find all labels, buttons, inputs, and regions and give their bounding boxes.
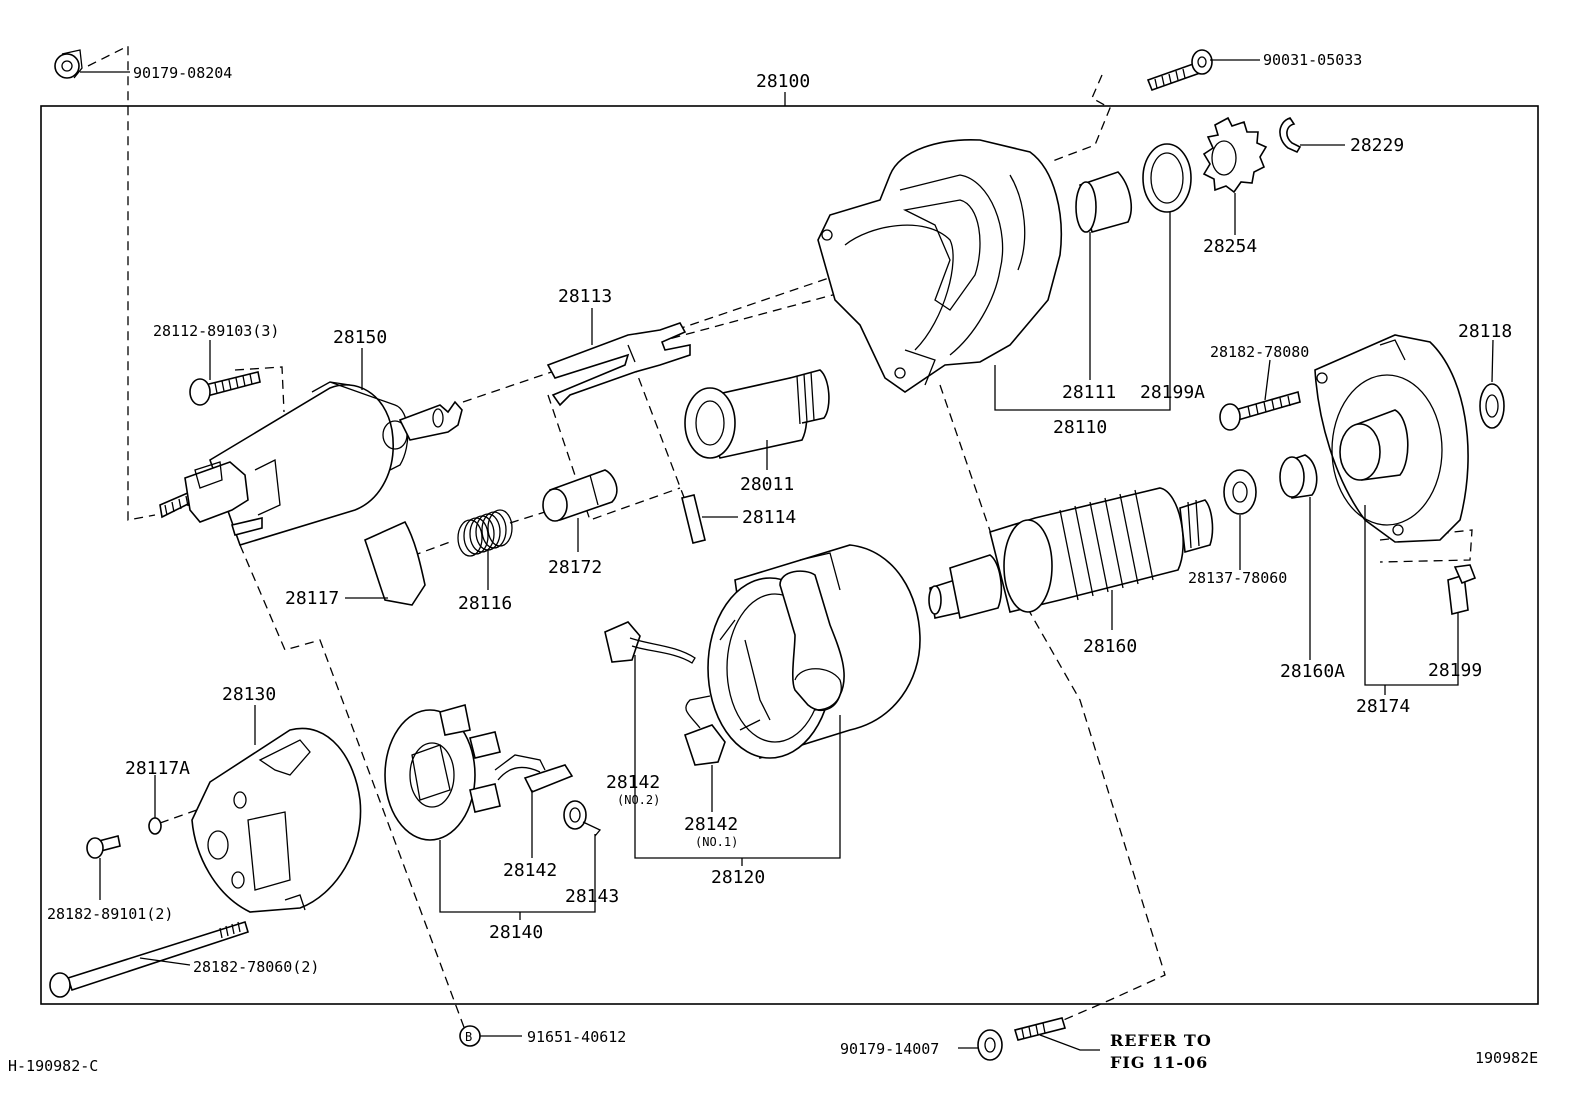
shift-lever-28113 (546, 322, 691, 407)
label-28143: 28143 (565, 886, 619, 907)
starter-clutch-28011 (684, 369, 830, 459)
label-28182-89101: 28182-89101(2) (47, 905, 173, 923)
bolt-28112-89103 (189, 371, 261, 406)
brush-28142-no1 (683, 695, 726, 766)
note-fig: FIG 11-06 (1110, 1053, 1208, 1072)
pinion-gear-28254 (1202, 116, 1268, 194)
spring-28116 (457, 509, 513, 557)
label-28254: 28254 (1203, 236, 1257, 257)
pin-28114 (681, 494, 706, 544)
label-28110: 28110 (1053, 417, 1107, 438)
note-refer-to: REFER TO (1110, 1031, 1212, 1050)
solenoid-28150 (159, 381, 463, 546)
label-91651-40612: 91651-40612 (527, 1028, 626, 1046)
commutator-end-frame-28130 (191, 727, 362, 913)
figure-code: 190982E (1475, 1049, 1538, 1067)
label-28118: 28118 (1458, 321, 1512, 342)
label-28199a: 28199A (1140, 382, 1205, 403)
label-28120: 28120 (711, 867, 765, 888)
brush-28142-no2 (604, 621, 696, 664)
brush-holder-28140 (384, 703, 546, 841)
label-28182-78080: 28182-78080 (1210, 343, 1309, 361)
label-28113: 28113 (558, 286, 612, 307)
label-28172: 28172 (548, 557, 602, 578)
label-28011: 28011 (740, 474, 794, 495)
label-28116: 28116 (458, 593, 512, 614)
bushing-28111 (1075, 171, 1132, 233)
label-28142-no2-sub: (NO.2) (617, 793, 660, 807)
armature-28160 (928, 487, 1214, 619)
plug-28199 (1447, 564, 1477, 615)
label-28100: 28100 (756, 71, 810, 92)
assembly-frame (40, 105, 1539, 1005)
label-90179-14007: 90179-14007 (840, 1040, 939, 1058)
label-28140: 28140 (489, 922, 543, 943)
label-28174: 28174 (1356, 696, 1410, 717)
label-28160: 28160 (1083, 636, 1137, 657)
brush-spring-28143 (563, 800, 602, 837)
label-28112-89103: 28112-89103(3) (153, 322, 279, 340)
label-28160a: 28160A (1280, 661, 1345, 682)
snap-ring-28229 (1279, 117, 1302, 154)
nut-90179-08204 (54, 49, 83, 79)
label-28182-78060: 28182-78060(2) (193, 958, 319, 976)
label-28142-holder: 28142 (503, 860, 557, 881)
brush-28142-holder (497, 764, 574, 794)
label-90179-08204: 90179-08204 (133, 64, 232, 82)
label-28137-78060: 28137-78060 (1188, 569, 1287, 587)
label-28199: 28199 (1428, 660, 1482, 681)
bearing-28160a (1279, 454, 1318, 499)
marker-b-91651-40612: B (459, 1025, 481, 1047)
nut-90179-14007 (977, 1017, 1067, 1061)
label-90031-05033: 90031-05033 (1263, 51, 1362, 69)
figure-id: H-190982-C (8, 1057, 98, 1075)
bolt-90031-05033 (1146, 49, 1213, 92)
through-bolt-28182-78060 (49, 920, 249, 998)
label-28142-no2: 28142 (606, 772, 660, 793)
cap-28118 (1479, 383, 1505, 429)
plunger-28172 (542, 469, 618, 522)
label-28142-no1: 28142 (684, 814, 738, 835)
label-28142-no1-sub: (NO.1) (695, 835, 738, 849)
part-labels: 90179-08204 90031-05033 28229 28254 2811… (8, 51, 1538, 1075)
svg-text:B: B (465, 1030, 472, 1044)
screw-28182-89101 (86, 835, 121, 859)
label-28130: 28130 (222, 684, 276, 705)
bolt-28182-78080 (1219, 390, 1301, 431)
washer-28137-78060 (1223, 469, 1257, 515)
end-frame-28174 (1314, 334, 1469, 543)
label-28229: 28229 (1350, 135, 1404, 156)
label-28111: 28111 (1062, 382, 1116, 403)
washer-28117a (148, 817, 162, 835)
label-28114: 28114 (742, 507, 796, 528)
label-28117a: 28117A (125, 758, 190, 779)
field-yoke-28120 (707, 544, 921, 760)
boot-28117 (364, 520, 426, 606)
starter-housing-28110 (817, 139, 1063, 393)
label-28117: 28117 (285, 588, 339, 609)
label-28150: 28150 (333, 327, 387, 348)
seal-28199a (1142, 143, 1192, 213)
leader-lines (80, 59, 1494, 1051)
